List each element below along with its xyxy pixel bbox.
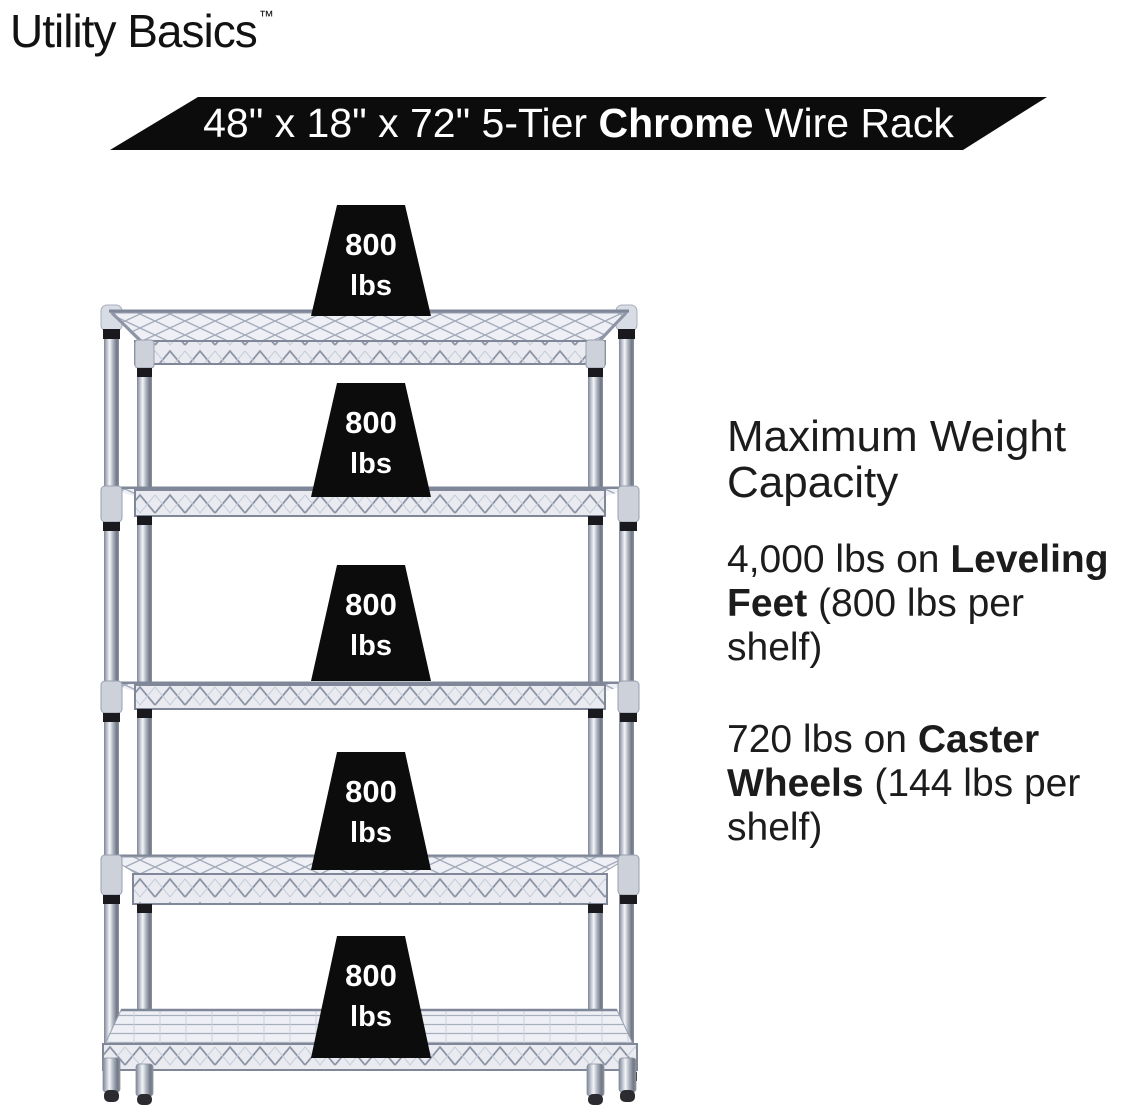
shelf-1: [109, 309, 629, 377]
weight-value: 800: [345, 405, 397, 440]
leveling-feet: [102, 1057, 637, 1105]
brand-name: Utility Basics: [10, 5, 258, 57]
product-title-banner: 48" x 18" x 72" 5-Tier Chrome Wire Rack: [110, 97, 1047, 150]
weight-unit: lbs: [350, 270, 392, 302]
weight-unit: lbs: [350, 630, 392, 662]
weight-value: 800: [345, 958, 397, 993]
weight-value: 800: [345, 587, 397, 622]
shelf-4: [100, 854, 640, 913]
weight-unit: lbs: [350, 448, 392, 480]
weight-unit: lbs: [350, 817, 392, 849]
shelf-3: [100, 680, 640, 722]
weight-capacity-badge: 800 lbs: [311, 205, 431, 316]
weight-unit: lbs: [350, 1001, 392, 1033]
trademark-symbol: ™: [258, 8, 274, 25]
weight-value: 800: [345, 227, 397, 262]
product-title: 48" x 18" x 72" 5-Tier Chrome Wire Rack: [203, 100, 954, 146]
weight-value: 800: [345, 774, 397, 809]
